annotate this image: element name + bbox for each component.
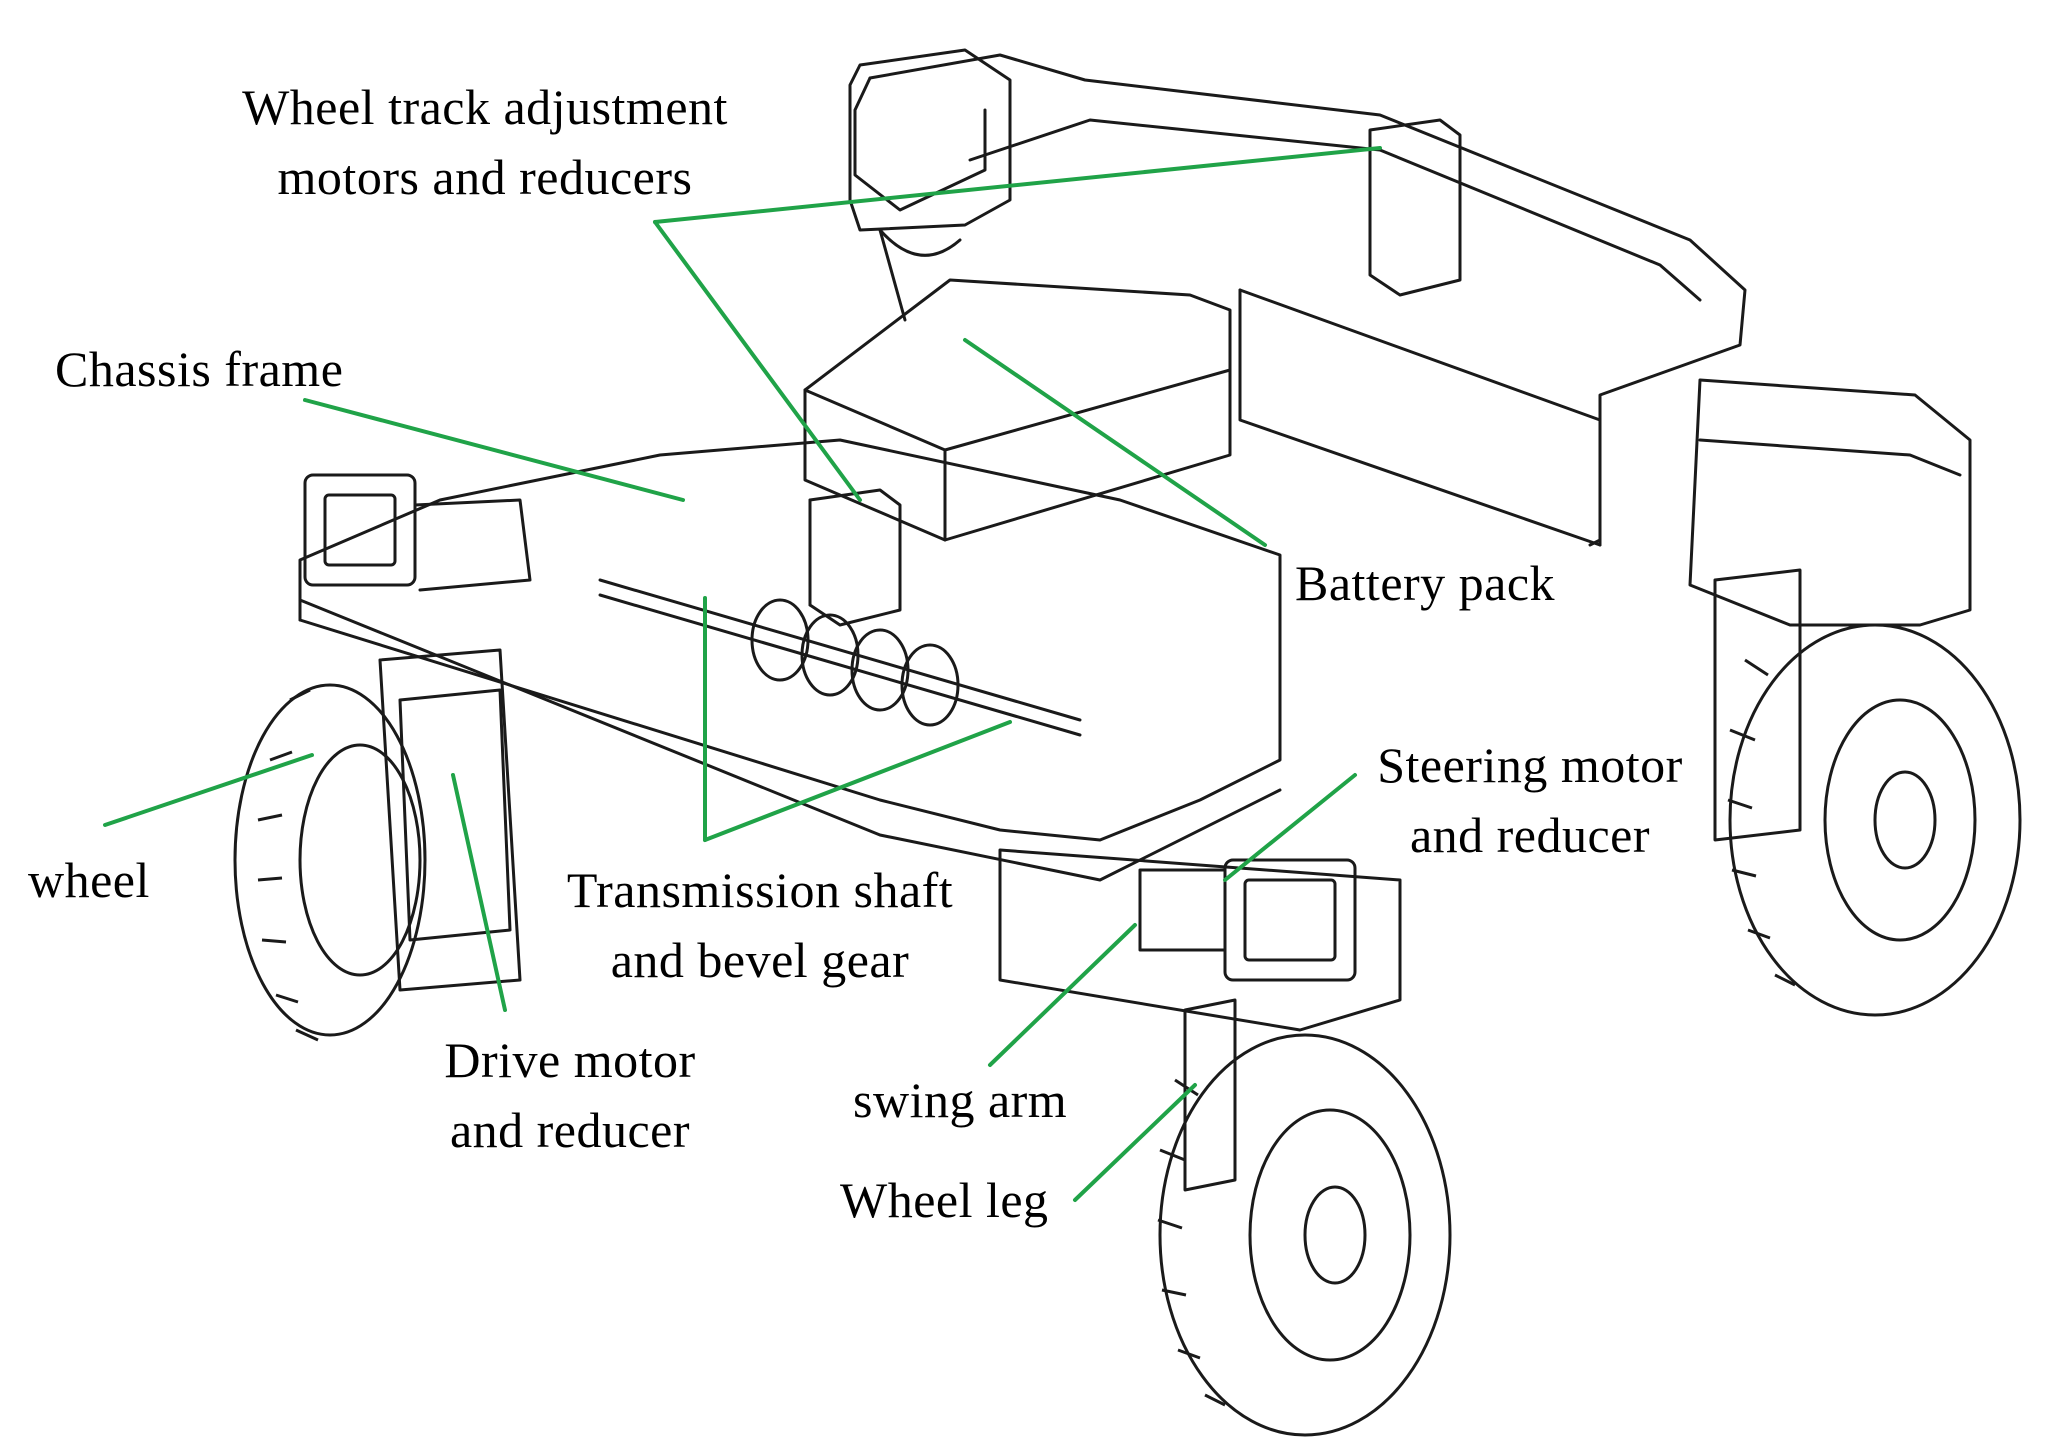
rear-left-wheel <box>878 228 907 322</box>
leader-steering <box>1223 773 1357 882</box>
label-drive-motor: Drive motor and reducer <box>400 1025 740 1165</box>
leader-wheel-track-b <box>653 220 862 502</box>
center-motor <box>808 488 902 627</box>
tire-treads <box>257 658 1796 1407</box>
label-wheel-text: wheel <box>28 852 150 908</box>
rear-rail-frame <box>853 53 1747 547</box>
rear-left-housing <box>848 48 1012 257</box>
label-wheel-leg: Wheel leg <box>840 1165 1049 1235</box>
label-transmission-line1: Transmission shaft <box>566 862 954 918</box>
leader-wheel-track-a <box>653 146 1382 224</box>
front-left-steering-module <box>303 473 532 592</box>
label-swing-arm-text: swing arm <box>853 1072 1068 1128</box>
label-steering-line1: Steering motor <box>1377 737 1683 793</box>
leader-lines <box>103 146 1382 1202</box>
label-wheel-track-line2: motors and reducers <box>277 149 693 205</box>
front-right-steering-module <box>998 848 1402 1032</box>
label-battery-pack: Battery pack <box>1295 548 1555 618</box>
transmission-shaft <box>598 578 1082 737</box>
label-transmission-line2: and bevel gear <box>610 932 910 988</box>
rear-motor <box>1368 118 1462 297</box>
label-wheel-track-adjustment: Wheel track adjustment motors and reduce… <box>200 72 770 212</box>
label-wheel: wheel <box>28 845 150 915</box>
leader-transmission-b <box>703 720 1012 842</box>
leader-chassis-frame <box>303 398 685 502</box>
label-drive-motor-line2: and reducer <box>449 1102 691 1158</box>
label-chassis-frame-text: Chassis frame <box>55 341 344 397</box>
label-transmission-shaft: Transmission shaft and bevel gear <box>535 855 985 995</box>
rear-right-wheel-assembly <box>1713 568 2022 1017</box>
label-battery-pack-text: Battery pack <box>1295 555 1556 611</box>
battery-pack-box <box>803 278 1232 542</box>
chassis-plate <box>298 438 1282 882</box>
label-swing-arm: swing arm <box>853 1065 1067 1135</box>
leader-wheel-leg <box>1073 1083 1197 1202</box>
label-steering-motor: Steering motor and reducer <box>1340 730 1720 870</box>
front-right-wheel-assembly <box>1158 998 1452 1437</box>
label-drive-motor-line1: Drive motor <box>444 1032 696 1088</box>
label-wheel-track-line1: Wheel track adjustment <box>242 79 728 135</box>
leader-drive-motor <box>451 773 507 1012</box>
front-left-wheel-assembly <box>233 648 522 1037</box>
label-wheel-leg-text: Wheel leg <box>840 1172 1049 1228</box>
leader-wheel <box>103 753 314 827</box>
leader-swing-arm <box>988 923 1137 1067</box>
rear-right-housing <box>1688 378 1972 627</box>
label-steering-line2: and reducer <box>1409 807 1651 863</box>
label-chassis-frame: Chassis frame <box>55 334 343 404</box>
leader-battery-pack <box>963 338 1267 547</box>
